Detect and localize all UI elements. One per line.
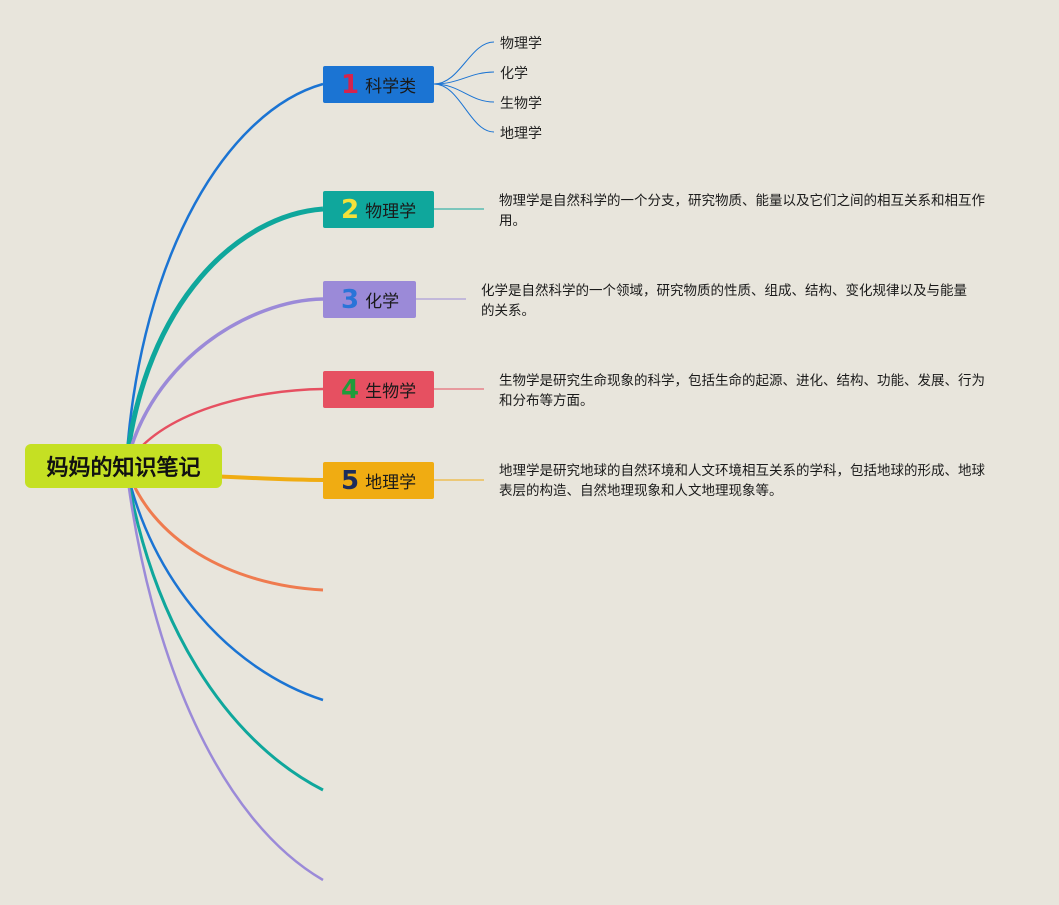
subtopic-chemistry[interactable]: 化学: [500, 66, 528, 82]
empty-branch-line-3: [124, 465, 324, 792]
subtopic-line-3: [433, 83, 495, 103]
topic-label: 化学: [365, 292, 400, 312]
empty-branch-line-1: [124, 465, 324, 592]
note-physics: 物理学是自然科学的一个分支，研究物质、能量以及它们之间的相互关系和相互作用。: [499, 193, 985, 229]
topic-label: 物理学: [365, 202, 417, 222]
branch-line-1: [124, 82, 324, 467]
topic-label: 科学类: [365, 77, 417, 97]
topic-label: 生物学: [365, 382, 417, 402]
topic-number: 4: [341, 374, 360, 405]
subtopic-line-4: [433, 83, 495, 133]
empty-branch-line-2: [124, 465, 324, 702]
root-topic-label: 妈妈的知识笔记: [46, 456, 201, 481]
topic-label: 地理学: [365, 473, 417, 493]
topic-number: 5: [341, 465, 360, 496]
note-geography: 地理学是研究地球的自然环境和人文环境相互关系的学科，包括地球的形成、地球表层的构…: [499, 463, 985, 499]
root-topic[interactable]: 妈妈的知识笔记: [25, 444, 222, 488]
subtopic-line-2: [433, 71, 495, 85]
branch-line-2: [123, 206, 324, 467]
topic-geography[interactable]: 5 地理学: [323, 462, 434, 499]
topic-biology[interactable]: 4 生物学: [323, 371, 434, 408]
branch-line-3: [124, 297, 324, 467]
branch-line-5: [209, 474, 324, 482]
subtopic-biology[interactable]: 生物学: [500, 96, 542, 112]
note-biology: 生物学是研究生命现象的科学，包括生命的起源、进化、结构、功能、发展、行为和分布等…: [499, 373, 985, 409]
note-chemistry: 化学是自然科学的一个领域，研究物质的性质、组成、结构、变化规律以及与能量的关系。: [481, 283, 967, 319]
topic-chemistry[interactable]: 3 化学: [323, 281, 416, 318]
topic-science[interactable]: 1 科学类: [323, 66, 434, 103]
topic-number: 2: [341, 194, 360, 225]
subtopic-geography[interactable]: 地理学: [500, 126, 542, 142]
empty-branch-line-4: [124, 465, 324, 882]
subtopic-line-1: [433, 41, 495, 85]
topic-number: 3: [341, 284, 360, 315]
subtopic-physics[interactable]: 物理学: [500, 36, 542, 52]
topic-physics[interactable]: 2 物理学: [323, 191, 434, 228]
topic-number: 1: [341, 69, 360, 100]
